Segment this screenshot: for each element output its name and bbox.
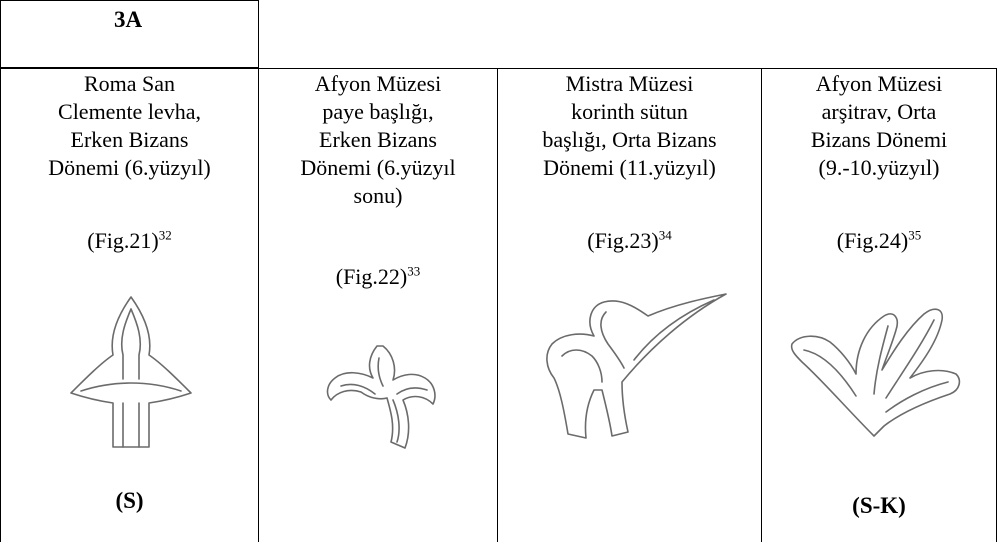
header-cell: 3A xyxy=(0,0,259,68)
column-mark: (S-K) xyxy=(852,493,906,518)
description-line: korinth sütun xyxy=(571,99,688,124)
description-line: Bizans Dönemi xyxy=(810,127,948,152)
ornament-motif-2 xyxy=(326,345,436,449)
figure-label: (Fig.22) xyxy=(335,264,408,289)
figure-reference: (Fig.22)33 xyxy=(259,264,497,290)
footnote-ref: 33 xyxy=(407,263,421,279)
footnote-ref: 34 xyxy=(658,227,672,243)
figure-label: (Fig.23) xyxy=(587,228,659,253)
description-line: Roma San xyxy=(83,71,176,96)
table-column-2: Afyon Müzesi paye başlığı, Erken Bizans … xyxy=(259,68,497,542)
description-line: Dönemi (6.yüzyıl xyxy=(300,155,456,180)
description-line: paye başlığı, xyxy=(322,99,434,124)
description-line: Afyon Müzesi xyxy=(314,71,442,96)
ornament-motif-3 xyxy=(546,293,727,439)
figure-reference: (Fig.24)35 xyxy=(762,228,996,254)
column-description: Afyon Müzesi paye başlığı, Erken Bizans … xyxy=(259,70,497,210)
footnote-ref: 35 xyxy=(908,227,922,243)
figure-label: (Fig.24) xyxy=(836,228,909,253)
column-divider xyxy=(497,68,498,542)
column-description: Afyon Müzesi arşitrav, Orta Bizans Dönem… xyxy=(762,70,996,182)
table-left-border xyxy=(0,68,1,542)
description-line: (9.-10.yüzyıl) xyxy=(818,155,940,180)
header-label: 3A xyxy=(114,7,143,32)
description-line: Dönemi (11.yüzyıl) xyxy=(543,155,716,180)
description-line: Dönemi (6.yüzyıl) xyxy=(48,155,211,180)
column-divider xyxy=(258,68,259,542)
table-column-4: Afyon Müzesi arşitrav, Orta Bizans Dönem… xyxy=(762,68,996,542)
description-line: Afyon Müzesi xyxy=(815,71,943,96)
column-divider xyxy=(761,68,762,542)
row-divider xyxy=(0,68,997,69)
description-line: Mistra Müzesi xyxy=(565,71,694,96)
description-line: Erken Bizans xyxy=(319,127,437,152)
figure-label: (Fig.21) xyxy=(87,228,159,253)
table-column-1: Roma San Clemente levha, Erken Bizans Dö… xyxy=(1,68,258,542)
figure-reference: (Fig.23)34 xyxy=(498,228,761,254)
column-description: Roma San Clemente levha, Erken Bizans Dö… xyxy=(1,70,258,182)
table-column-3: Mistra Müzesi korinth sütun başlığı, Ort… xyxy=(498,68,761,542)
description-line: sonu) xyxy=(353,183,403,208)
description-line: başlığı, Orta Bizans xyxy=(542,127,717,152)
footnote-ref: 32 xyxy=(158,227,172,243)
column-description: Mistra Müzesi korinth sütun başlığı, Ort… xyxy=(498,70,761,182)
description-line: Clemente levha, xyxy=(58,99,201,124)
description-line: Erken Bizans xyxy=(70,127,189,152)
ornament-motif-4 xyxy=(790,308,961,437)
figure-reference: (Fig.21)32 xyxy=(1,228,258,254)
column-mark: (S) xyxy=(115,488,144,513)
description-line: arşitrav, Orta xyxy=(821,99,937,124)
ornament-motif-1 xyxy=(70,296,192,448)
